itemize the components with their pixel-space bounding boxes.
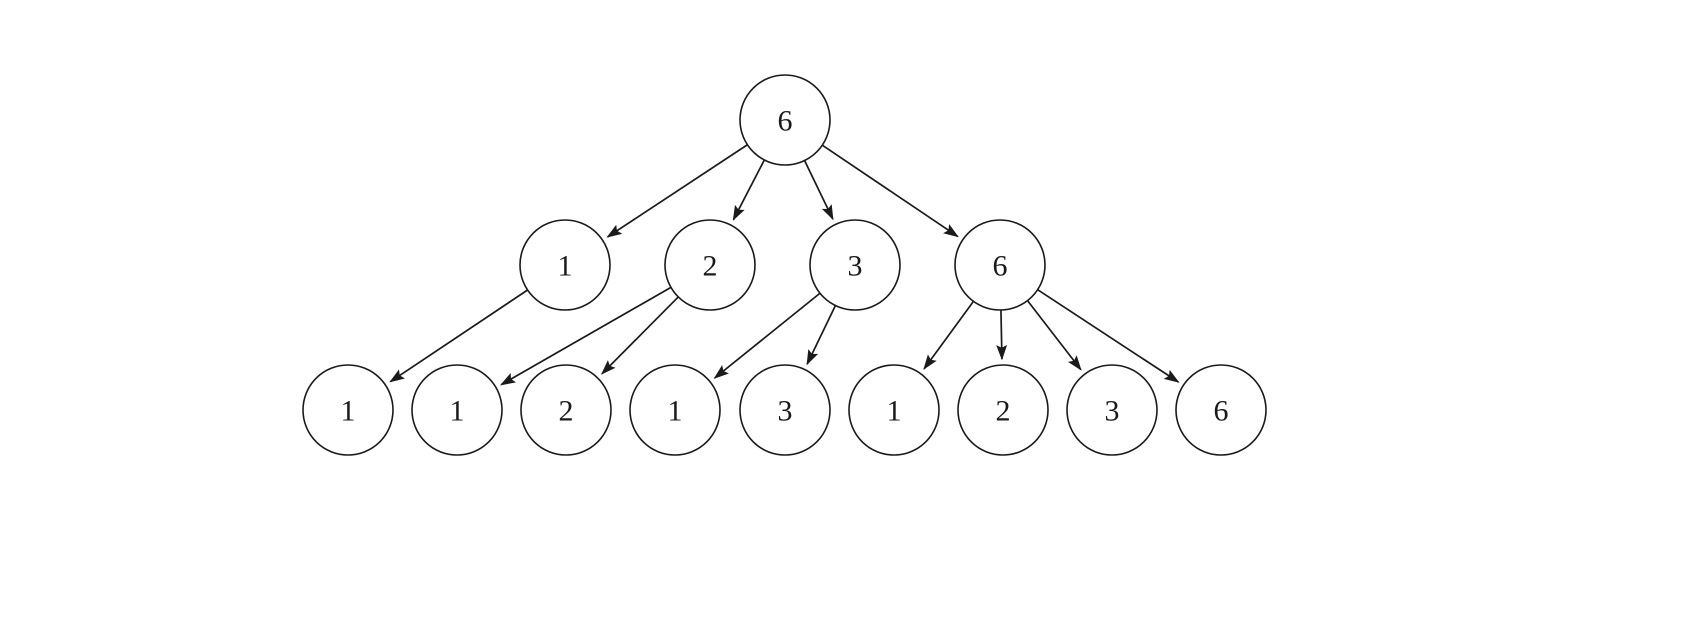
tree-edge	[500, 286, 672, 386]
tree-edge	[821, 144, 959, 238]
tree-node[interactable]: 2	[957, 364, 1049, 456]
edges-layer	[389, 144, 1180, 386]
tree-edge	[606, 144, 748, 238]
node-label: 3	[848, 250, 863, 283]
node-label: 2	[559, 395, 574, 428]
node-circle[interactable]	[739, 74, 831, 166]
node-circle[interactable]	[302, 364, 394, 456]
tree-node[interactable]: 1	[629, 364, 721, 456]
node-label: 3	[778, 395, 793, 428]
node-label: 2	[703, 250, 718, 283]
node-circle[interactable]	[809, 219, 901, 311]
node-label: 1	[558, 250, 573, 283]
tree-edge	[600, 296, 679, 375]
node-label: 1	[450, 395, 465, 428]
tree-node[interactable]: 6	[1175, 364, 1267, 456]
tree-edge	[389, 289, 529, 383]
node-circle[interactable]	[739, 364, 831, 456]
node-label: 1	[341, 395, 356, 428]
node-circle[interactable]	[664, 219, 756, 311]
node-label: 6	[993, 250, 1008, 283]
tree-node[interactable]: 2	[520, 364, 612, 456]
tree-node[interactable]: 1	[411, 364, 503, 456]
tree-node[interactable]: 3	[809, 219, 901, 311]
node-circle[interactable]	[1066, 364, 1158, 456]
tree-node[interactable]: 1	[302, 364, 394, 456]
node-circle[interactable]	[954, 219, 1046, 311]
node-circle[interactable]	[519, 219, 611, 311]
node-label: 3	[1105, 395, 1120, 428]
node-label: 6	[1214, 395, 1229, 428]
tree-node[interactable]: 1	[848, 364, 940, 456]
node-label: 1	[887, 395, 902, 428]
tree-edge	[732, 159, 766, 221]
node-label: 2	[996, 395, 1011, 428]
tree-node[interactable]: 6	[739, 74, 831, 166]
node-circle[interactable]	[957, 364, 1049, 456]
tree-edge	[996, 309, 1008, 361]
node-circle[interactable]	[520, 364, 612, 456]
tree-edge	[1026, 300, 1082, 371]
node-label: 1	[668, 395, 683, 428]
tree-edge	[806, 305, 837, 366]
nodes-layer: 6 1 2 3 6 1 1 2 1 3 1 2 3 6	[302, 74, 1267, 456]
tree-node[interactable]: 3	[739, 364, 831, 456]
node-circle[interactable]	[1175, 364, 1267, 456]
node-circle[interactable]	[848, 364, 940, 456]
tree-node[interactable]: 2	[664, 219, 756, 311]
tree-node[interactable]: 3	[1066, 364, 1158, 456]
tree-edge	[1037, 288, 1180, 383]
node-circle[interactable]	[411, 364, 503, 456]
node-label: 6	[778, 105, 793, 138]
node-circle[interactable]	[629, 364, 721, 456]
tree-edge	[803, 160, 834, 221]
tree-edge	[713, 292, 821, 379]
tree-edge	[923, 300, 975, 370]
tree-node[interactable]: 1	[519, 219, 611, 311]
tree-node[interactable]: 6	[954, 219, 1046, 311]
